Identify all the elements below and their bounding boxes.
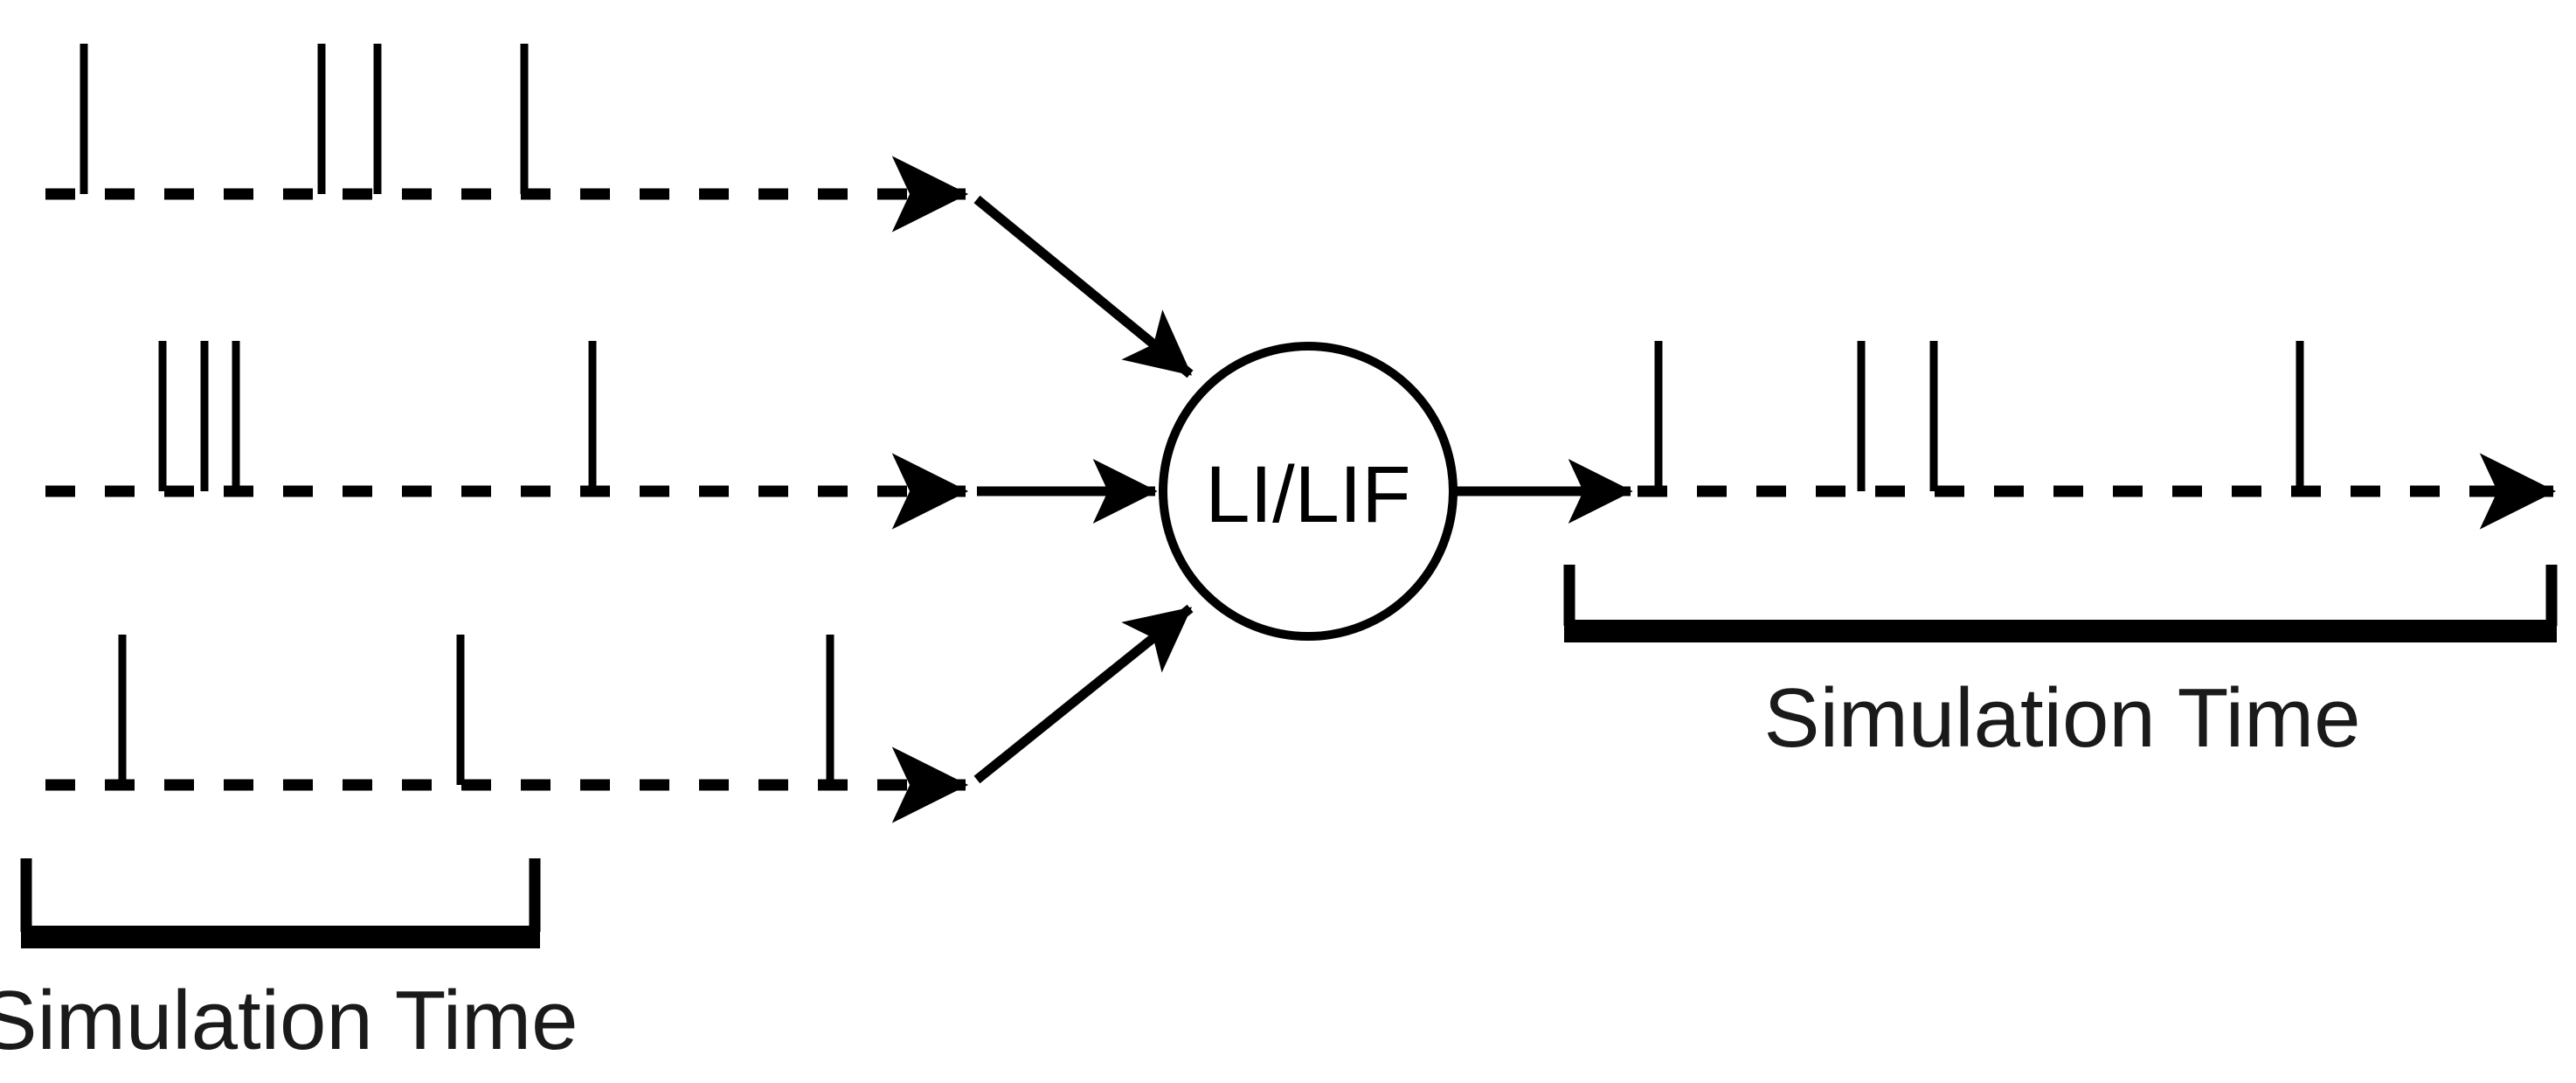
output-spike-train [1638,341,2557,530]
connection-top-to-node [973,195,1194,378]
input-spike-train-bottom [45,635,969,823]
connection-bottom-to-node [973,604,1194,784]
output-simulation-time-bracket [1563,565,2558,642]
neuron-label: LI/LIF [1205,450,1410,539]
input-simulation-time-label: Simulation Time [0,974,578,1067]
lif-neuron-node[interactable]: LI/LIF [1159,342,1458,641]
input-spike-train-middle [45,341,969,530]
output-simulation-time-label: Simulation Time [1764,671,2361,765]
input-simulation-time-bracket [20,858,541,948]
connections-group [973,195,1633,784]
input-spike-train-top [45,44,969,233]
neuron-circle[interactable] [1159,342,1458,641]
